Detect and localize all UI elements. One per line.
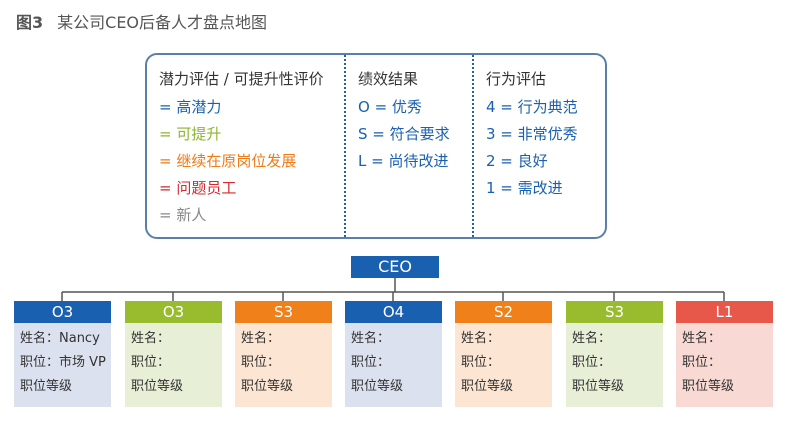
- card-rating-code: S2: [455, 301, 552, 323]
- figure-title: 图3 某公司CEO后备人才盘点地图: [16, 9, 267, 33]
- card-rating-code: S3: [235, 301, 332, 323]
- legend-box: 潜力评估 / 可提升性评价 = 高潜力 = 可提升 = 继续在原岗位发展 = 问…: [145, 53, 607, 239]
- legend-item-behavior-3: 3 = 非常优秀: [486, 125, 578, 143]
- legend-column-potential: 潜力评估 / 可提升性评价 = 高潜力 = 可提升 = 继续在原岗位发展 = 问…: [147, 55, 344, 237]
- card-level: 职位等级: [572, 379, 625, 394]
- legend-heading-behavior: 行为评估: [486, 70, 547, 88]
- card-rating-code: S3: [566, 301, 663, 323]
- card-level: 职位等级: [461, 379, 514, 394]
- legend-item-outstanding: O = 优秀: [358, 98, 422, 116]
- legend-item-behavior-2: 2 = 良好: [486, 152, 548, 170]
- candidate-card: O3 姓名：Nancy 职位：市场 VP 职位等级: [14, 301, 111, 407]
- card-position: 职位：: [682, 355, 722, 370]
- legend-item-meets: S = 符合要求: [358, 125, 450, 143]
- card-position: 职位：: [461, 355, 501, 370]
- card-body: 姓名： 职位： 职位等级: [455, 323, 552, 407]
- card-name: 姓名：: [351, 331, 391, 346]
- card-name: 姓名：: [572, 331, 612, 346]
- legend-item-high-potential: = 高潜力: [159, 98, 222, 116]
- card-level: 职位等级: [131, 379, 184, 394]
- legend-item-problem-employee: = 问题员工: [159, 179, 237, 197]
- card-body: 姓名：Nancy 职位：市场 VP 职位等级: [14, 323, 111, 407]
- legend-item-needs-improvement: L = 尚待改进: [358, 152, 449, 170]
- figure-title-text: 某公司CEO后备人才盘点地图: [57, 13, 268, 32]
- candidate-card: S3 姓名： 职位： 职位等级: [235, 301, 332, 407]
- card-level: 职位等级: [241, 379, 294, 394]
- candidate-card: O3 姓名： 职位： 职位等级: [125, 301, 222, 407]
- card-body: 姓名： 职位： 职位等级: [235, 323, 332, 407]
- legend-item-stay-in-role: = 继续在原岗位发展: [159, 152, 297, 170]
- legend-item-behavior-1: 1 = 需改进: [486, 179, 563, 197]
- card-body: 姓名： 职位： 职位等级: [566, 323, 663, 407]
- candidate-card: S2 姓名： 职位： 职位等级: [455, 301, 552, 407]
- card-name: 姓名：Nancy: [20, 331, 100, 346]
- figure-number: 图3: [16, 13, 44, 32]
- ceo-node: CEO: [351, 256, 439, 278]
- card-rating-code: O3: [14, 301, 111, 323]
- legend-heading-potential: 潜力评估 / 可提升性评价: [159, 70, 324, 88]
- card-name: 姓名：: [461, 331, 501, 346]
- legend-heading-performance: 绩效结果: [358, 70, 419, 88]
- legend-item-newcomer: = 新人: [159, 206, 207, 224]
- card-rating-code: O4: [345, 301, 442, 323]
- connector-group: [61, 278, 725, 301]
- card-rating-code: L1: [676, 301, 773, 323]
- candidate-card: S3 姓名： 职位： 职位等级: [566, 301, 663, 407]
- legend-item-improvable: = 可提升: [159, 125, 222, 143]
- card-rating-code: O3: [125, 301, 222, 323]
- card-name: 姓名：: [682, 331, 722, 346]
- legend-column-behavior: 行为评估 4 = 行为典范 3 = 非常优秀 2 = 良好 1 = 需改进: [472, 55, 609, 237]
- card-position: 职位：: [572, 355, 612, 370]
- candidate-card: L1 姓名： 职位： 职位等级: [676, 301, 773, 407]
- card-position: 职位：市场 VP: [20, 355, 106, 370]
- card-name: 姓名：: [131, 331, 171, 346]
- legend-column-performance: 绩效结果 O = 优秀 S = 符合要求 L = 尚待改进: [344, 55, 472, 237]
- card-body: 姓名： 职位： 职位等级: [125, 323, 222, 407]
- candidate-card: O4 姓名： 职位： 职位等级: [345, 301, 442, 407]
- card-position: 职位：: [351, 355, 391, 370]
- card-position: 职位：: [241, 355, 281, 370]
- card-position: 职位：: [131, 355, 171, 370]
- card-body: 姓名： 职位： 职位等级: [345, 323, 442, 407]
- legend-item-behavior-4: 4 = 行为典范: [486, 98, 578, 116]
- card-level: 职位等级: [682, 379, 735, 394]
- card-body: 姓名： 职位： 职位等级: [676, 323, 773, 407]
- card-name: 姓名：: [241, 331, 281, 346]
- card-level: 职位等级: [351, 379, 404, 394]
- card-level: 职位等级: [20, 379, 73, 394]
